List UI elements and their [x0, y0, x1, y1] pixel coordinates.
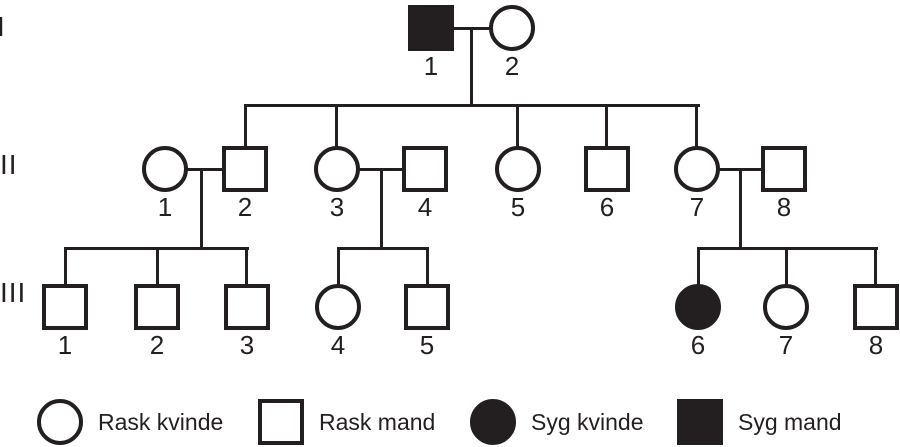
affected-male-symbol-icon — [677, 399, 723, 445]
descent-drop-II-5 — [516, 104, 519, 150]
person-number-label-II-4: 4 — [417, 192, 433, 222]
person-number-label-II-8: 8 — [776, 192, 792, 222]
healthy-female-symbol-III-7 — [763, 284, 809, 330]
generation-label-1: I — [0, 11, 6, 42]
healthy-female-symbol-III-4 — [315, 284, 361, 330]
generation-label-2: II — [0, 149, 18, 180]
person-number-label-III-3: 3 — [239, 330, 255, 360]
legend-item-healthy-female: Rask kvinde — [37, 398, 223, 446]
descent-drop-III-2 — [156, 247, 159, 287]
person-number-label-I-2: 2 — [504, 51, 520, 81]
affected-female-symbol-III-6 — [675, 284, 721, 330]
person-number-label-III-6: 6 — [690, 330, 706, 360]
healthy-male-symbol-II-6 — [584, 146, 630, 192]
healthy-male-symbol-III-5 — [404, 284, 450, 330]
person-number-label-II-2: 2 — [237, 192, 253, 222]
generation-label-3: III — [0, 277, 27, 308]
descent-drop-II-2 — [244, 104, 247, 149]
descent-drop-III-7 — [785, 247, 788, 287]
descent-line-II-3-4 — [380, 169, 383, 250]
healthy-male-symbol-III-3 — [224, 284, 270, 330]
descent-drop-II-7 — [695, 104, 698, 150]
affected-male-symbol-I-1 — [408, 5, 454, 51]
legend-label-affected-male: Syg mand — [738, 408, 842, 435]
descent-line-I — [470, 28, 473, 107]
descent-drop-III-1 — [64, 247, 67, 287]
affected-female-symbol-icon — [470, 399, 516, 445]
person-number-label-III-2: 2 — [149, 330, 165, 360]
marriage-line-II-1-2 — [186, 168, 224, 171]
descent-line-II-1-2 — [200, 169, 203, 250]
person-number-label-I-1: 1 — [423, 51, 439, 81]
descent-drop-III-4 — [337, 247, 340, 287]
person-number-label-II-7: 7 — [689, 192, 705, 222]
healthy-male-symbol-II-8 — [761, 146, 807, 192]
healthy-male-symbol-II-2 — [222, 146, 268, 192]
healthy-female-symbol-I-2 — [489, 5, 535, 51]
descent-drop-II-3 — [335, 104, 338, 150]
person-number-label-III-8: 8 — [868, 330, 884, 360]
legend-item-healthy-male: Rask mand — [258, 398, 435, 446]
healthy-male-symbol-III-1 — [42, 284, 88, 330]
descent-drop-II-6 — [605, 104, 608, 149]
healthy-female-symbol-II-7 — [674, 146, 720, 192]
descent-drop-III-3 — [245, 247, 248, 287]
healthy-male-symbol-II-4 — [402, 146, 448, 192]
legend-item-affected-male: Syg mand — [677, 398, 842, 446]
person-number-label-III-4: 4 — [330, 330, 346, 360]
healthy-female-symbol-II-1 — [142, 146, 188, 192]
healthy-male-symbol-III-2 — [134, 284, 180, 330]
legend-label-healthy-female: Rask kvinde — [98, 408, 224, 435]
descent-drop-III-8 — [874, 247, 877, 287]
legend-label-healthy-male: Rask mand — [319, 408, 436, 435]
descent-line-II-7-8 — [739, 169, 742, 250]
person-number-label-II-3: 3 — [329, 192, 345, 222]
sibship-line-III-b — [337, 247, 429, 250]
legend-item-affected-female: Syg kvinde — [470, 398, 644, 446]
healthy-female-symbol-II-5 — [495, 146, 541, 192]
healthy-female-symbol-icon — [37, 399, 83, 445]
healthy-male-symbol-icon — [258, 399, 304, 445]
healthy-female-symbol-II-3 — [314, 146, 360, 192]
person-number-label-III-1: 1 — [57, 330, 73, 360]
person-number-label-II-6: 6 — [599, 192, 615, 222]
legend-label-affected-female: Syg kvinde — [531, 408, 644, 435]
person-number-label-III-5: 5 — [419, 330, 435, 360]
healthy-male-symbol-III-8 — [853, 284, 899, 330]
sibship-line-II — [244, 104, 700, 107]
descent-drop-III-5 — [426, 247, 429, 287]
person-number-label-III-7: 7 — [778, 330, 794, 360]
person-number-label-II-5: 5 — [510, 192, 526, 222]
person-number-label-II-1: 1 — [157, 192, 173, 222]
descent-drop-III-6 — [697, 247, 700, 287]
